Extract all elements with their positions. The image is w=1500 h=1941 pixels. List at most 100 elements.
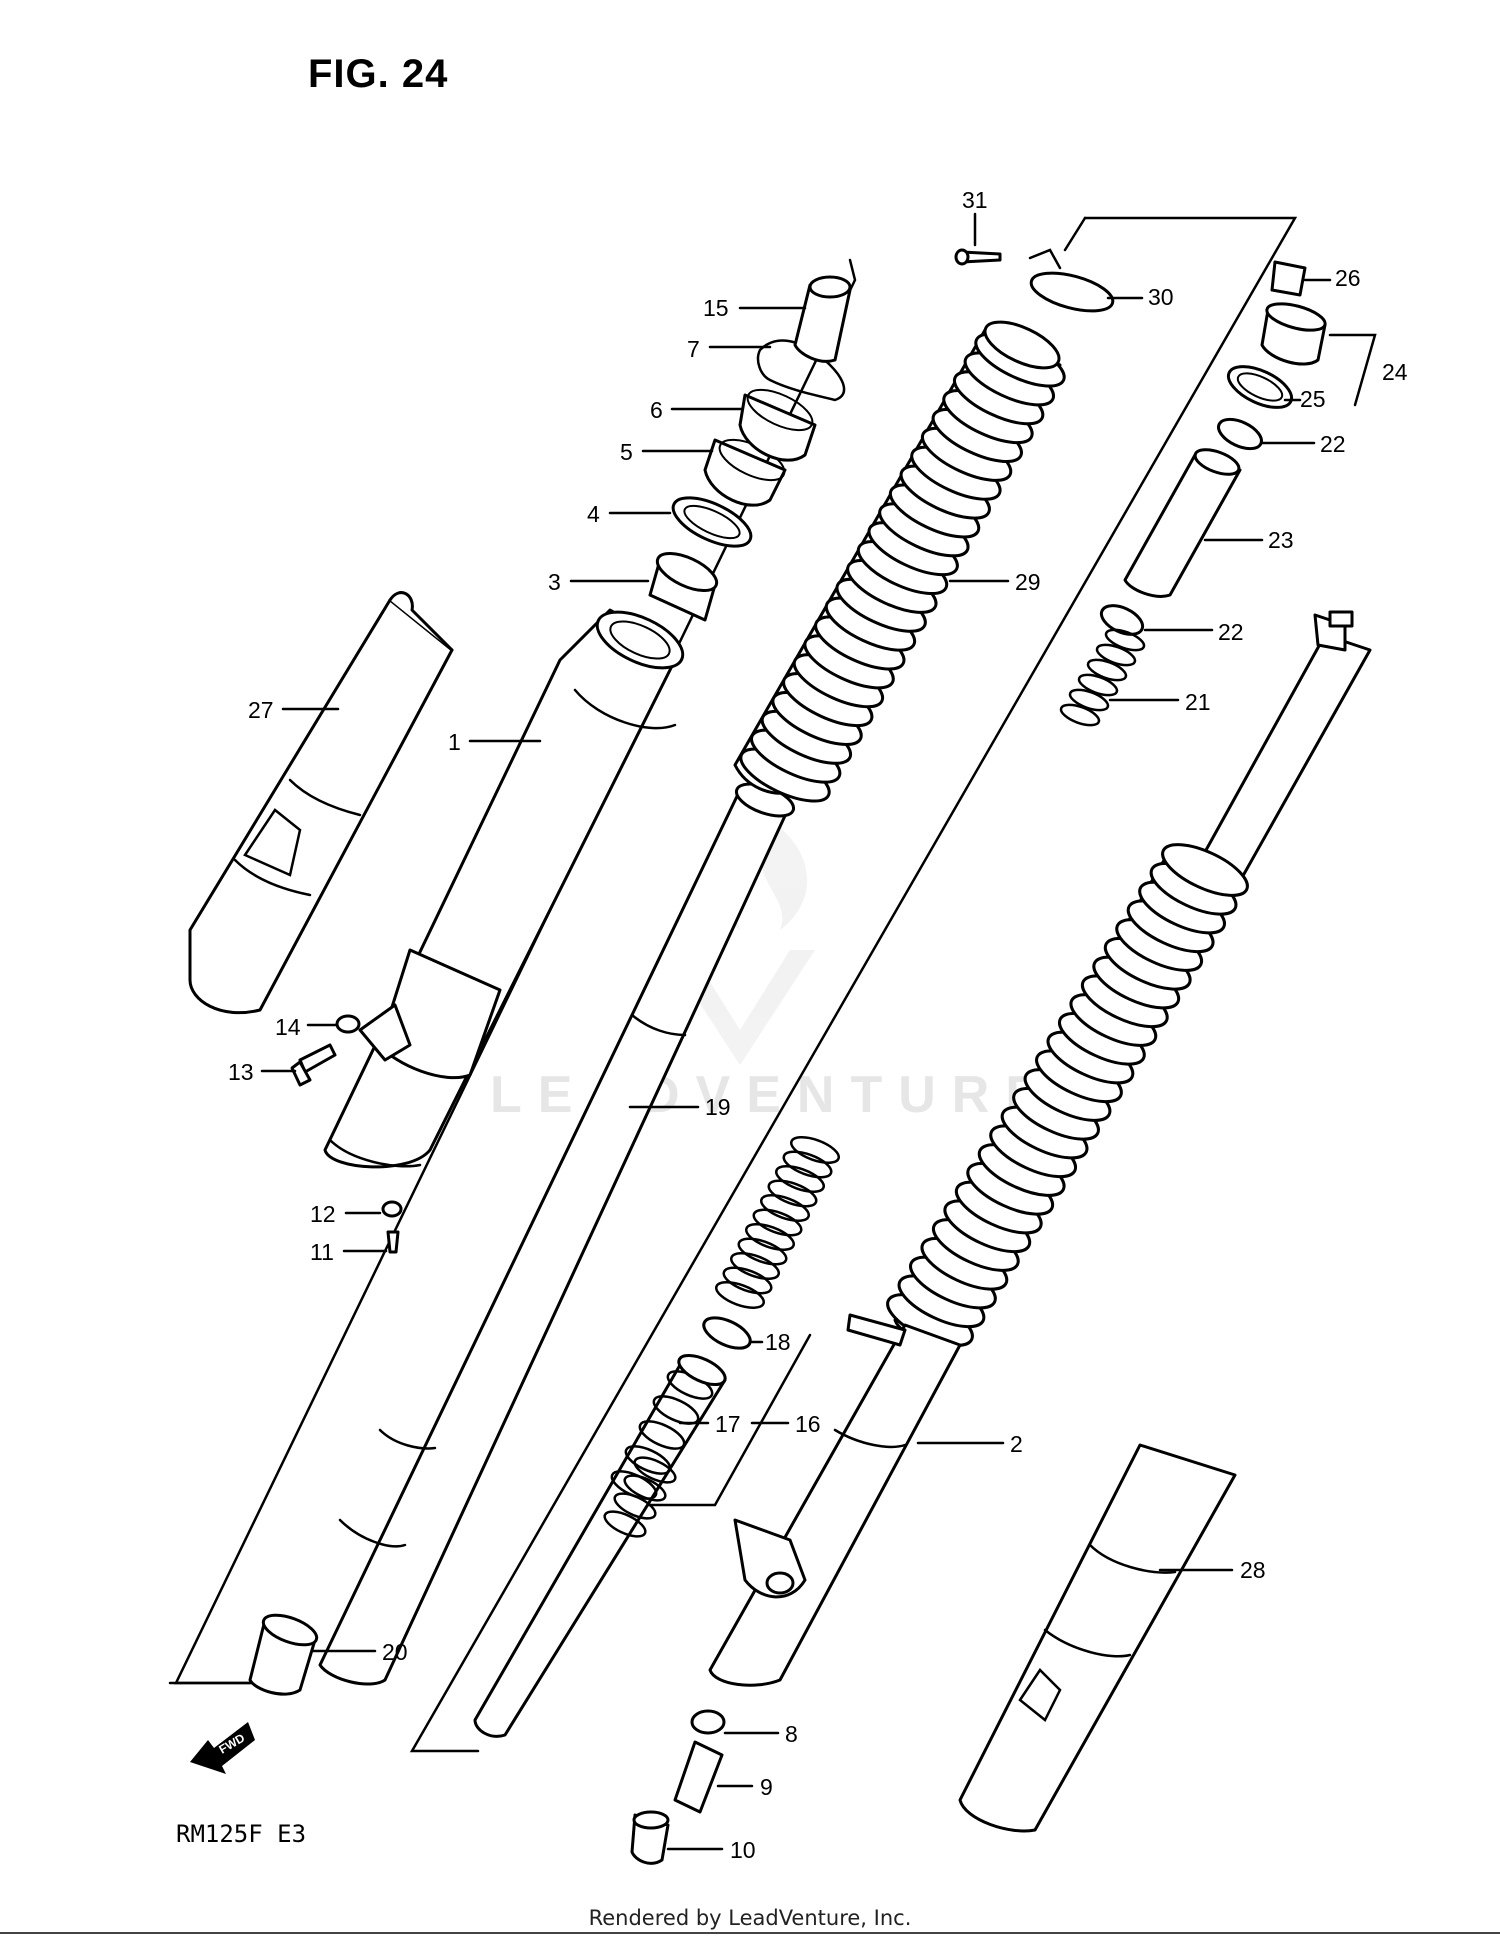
- part-4-oil-seal-ring: [671, 496, 753, 548]
- part-number-label: 11: [310, 1239, 334, 1265]
- part-23-spacer: [1123, 448, 1242, 598]
- callout-20-slide-bushing: 20: [310, 1639, 408, 1665]
- part-number-label: 10: [730, 1837, 756, 1863]
- model-code: RM125F E3: [176, 1820, 307, 1848]
- fwd-arrow-icon: FWD: [190, 1722, 255, 1774]
- part-29-fork-boot: [733, 320, 1066, 803]
- part-number-label: 2: [1010, 1431, 1023, 1457]
- part-number-label: 6: [650, 397, 663, 423]
- part-number-label: 22: [1218, 619, 1244, 645]
- part-26-air-valve: [1270, 260, 1307, 297]
- callout-12-nut: 12: [310, 1201, 382, 1227]
- part-number-label: 31: [962, 187, 988, 213]
- callout-7-clip: 7: [687, 336, 772, 362]
- part-24-cap-bolt: [1260, 302, 1327, 366]
- footer-credit: Rendered by LeadVenture, Inc.: [588, 1906, 912, 1930]
- part-6-dust-seal: [738, 388, 817, 462]
- callout-2-inner-tube-assembly: 2: [916, 1431, 1023, 1457]
- part-16-spring-long: [715, 1136, 840, 1309]
- part-number-label: 5: [620, 439, 633, 465]
- part-12-nut: [381, 1200, 403, 1218]
- part-number-label: 23: [1268, 527, 1294, 553]
- callout-31-screw: 31: [962, 187, 988, 247]
- part-number-label: 21: [1185, 689, 1211, 715]
- callout-22-washer-lower: 22: [1143, 619, 1244, 645]
- callout-16-spring-long: 16: [750, 1411, 821, 1437]
- callout-24-cap-bolt: 24: [1328, 333, 1408, 407]
- callout-9-bolt: 9: [716, 1774, 773, 1800]
- callout-6-dust-seal: 6: [650, 397, 744, 423]
- callout-5-oil-seal: 5: [620, 439, 714, 465]
- part-20-slide-bushing: [248, 1613, 319, 1696]
- part-30-band: [1028, 248, 1115, 313]
- callout-26-air-valve: 26: [1303, 265, 1361, 291]
- part-number-label: 8: [785, 1721, 798, 1747]
- part-number-label: 12: [310, 1201, 336, 1227]
- watermark-text: LEADVENTURE: [490, 1066, 1057, 1124]
- part-13-bolt: [290, 1043, 337, 1087]
- footer-rule: [0, 1932, 1500, 1934]
- bracket-frame-2-top: [1063, 216, 1087, 252]
- part-5-oil-seal: [703, 438, 787, 507]
- callout-25-o-ring: 25: [1283, 386, 1326, 412]
- part-2-inner-tube-assembly: [708, 610, 1372, 1687]
- part-14-washer: [335, 1014, 361, 1034]
- part-number-label: 7: [687, 336, 700, 362]
- callout-3-bushing: 3: [548, 569, 650, 595]
- callout-23-spacer: 23: [1203, 527, 1294, 553]
- part-22-washer-upper: [1217, 417, 1263, 451]
- part-9-bolt: [673, 1740, 724, 1814]
- part-number-label: 15: [703, 295, 729, 321]
- callout-11-screw: 11: [310, 1239, 388, 1265]
- callout-21-spring-short: 21: [1108, 689, 1211, 715]
- part-number-label: 26: [1335, 265, 1361, 291]
- part-number-label: 14: [275, 1014, 301, 1040]
- part-25-o-ring: [1226, 365, 1294, 409]
- callout-1-outer-tube: 1: [448, 729, 542, 755]
- part-27-fork-guard-left: [188, 591, 454, 1015]
- part-18-ring: [702, 1316, 752, 1350]
- part-number-label: 13: [228, 1059, 254, 1085]
- bracket-frame-2: [409, 216, 1298, 1753]
- part-number-label: 28: [1240, 1557, 1266, 1583]
- figure-title: FIG. 24: [308, 52, 449, 96]
- part-3-bushing: [648, 551, 719, 622]
- part-28-fork-guard-right: [958, 1443, 1237, 1833]
- part-number-label: 19: [705, 1094, 731, 1120]
- part-number-label: 9: [760, 1774, 773, 1800]
- part-10-nut: [630, 1810, 670, 1865]
- part-number-label: 24: [1382, 359, 1408, 385]
- part-number-label: 29: [1015, 569, 1041, 595]
- callout-19-inner-tube: 19: [628, 1094, 731, 1120]
- part-21-spring-short: [1059, 628, 1146, 727]
- part-number-label: 22: [1320, 431, 1346, 457]
- part-number-label: 27: [248, 697, 274, 723]
- part-number-label: 25: [1300, 386, 1326, 412]
- callout-15-cap: 15: [703, 295, 807, 321]
- callout-18-ring: 18: [750, 1329, 791, 1355]
- callout-17-damper-rod: 17: [678, 1411, 741, 1437]
- callout-28-fork-guard-right: 28: [1158, 1557, 1266, 1583]
- part-11-screw: [386, 1230, 400, 1254]
- part-17-damper-rod: [473, 1353, 727, 1738]
- callout-30-band: 30: [1106, 284, 1174, 310]
- part-number-label: 16: [795, 1411, 821, 1437]
- bracket-17-16: [638, 1333, 812, 1507]
- part-19-inner-tube: [318, 782, 796, 1686]
- part-31-screw: [954, 248, 1002, 266]
- callout-22-washer-upper: 22: [1260, 431, 1346, 457]
- part-number-label: 18: [765, 1329, 791, 1355]
- part-22-washer-lower: [1099, 604, 1145, 636]
- part-number-label: 4: [587, 501, 600, 527]
- callout-29-fork-boot: 29: [948, 569, 1041, 595]
- callout-8-washer: 8: [723, 1721, 798, 1747]
- part-number-label: 1: [448, 729, 461, 755]
- callout-10-nut: 10: [666, 1837, 756, 1863]
- part-1-outer-tube: [323, 608, 685, 1169]
- callout-4-oil-seal-ring: 4: [587, 501, 672, 527]
- callout-13-bolt: 13: [228, 1059, 297, 1085]
- callout-27-fork-guard-left: 27: [248, 697, 340, 723]
- part-number-label: 20: [382, 1639, 408, 1665]
